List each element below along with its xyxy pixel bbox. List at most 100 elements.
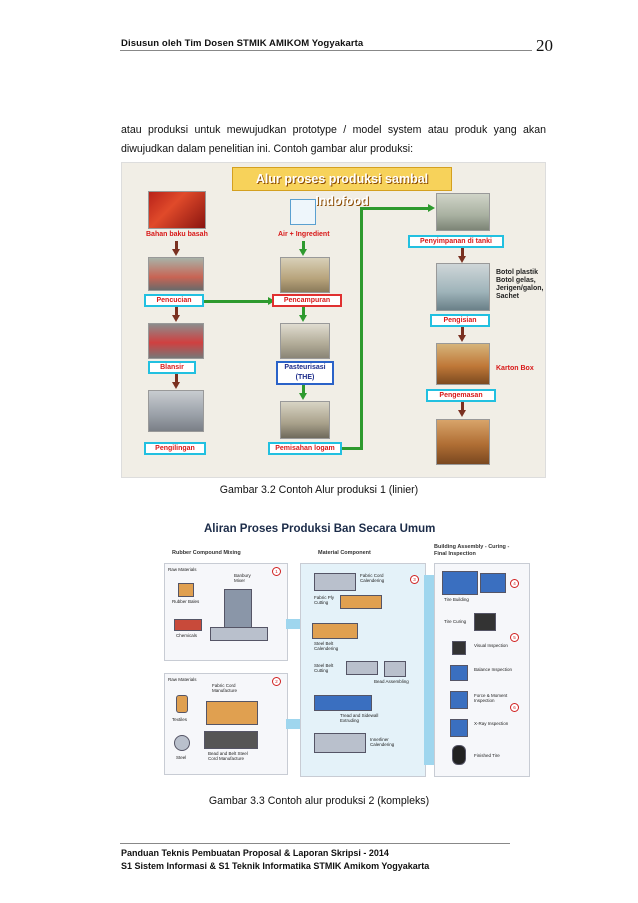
label-innerliner: Innerliner Calendering [370,737,395,747]
section-rubber: Rubber Compound Mixing [172,550,241,556]
label-force-moment: Force & Moment Inspection [474,693,508,703]
figure1-caption: Gambar 3.2 Contoh Alur produksi 1 (linie… [219,484,419,496]
steel-coil-icon [174,735,190,751]
box-penyimpanan: Penyimpanan di tanki [408,235,504,248]
figure-sambal-process: Alur proses produksi sambal Indofood Bah… [121,162,546,478]
arrow-down-icon [172,382,180,389]
label-tread-extruding: Tread and Sidewall Extruding [340,713,379,723]
fabric-machine-icon [206,701,258,725]
fabric-calender-icon [314,573,356,591]
label-raw-materials: Raw Materials [168,567,197,572]
steel-cutting-icon [346,661,378,675]
box-pengisian: Pengisian [430,314,490,327]
extruder-icon [314,695,372,711]
label-visual-inspection: Visual Inspection [474,643,508,648]
arrow-right-icon [428,204,435,212]
banbury-mixer-icon [224,589,252,631]
figure2-caption: Gambar 3.3 Contoh alur produksi 2 (kompl… [208,795,430,807]
photo-boxes [436,419,490,465]
footer-line-2: S1 Sistem Informasi & S1 Teknik Informat… [121,861,430,871]
box-pencampuran: Pencampuran [272,294,342,307]
ply-cutting-icon [340,595,382,609]
label-tire-building: Tire Building [444,597,469,602]
label-raw-materials: Raw Materials [168,677,197,682]
label-xray: X-Ray Inspection [474,721,509,726]
box-pemisahan-logam: Pemisahan logam [268,442,342,455]
arrow-down-icon [172,249,180,256]
footer-rule [120,843,510,844]
footer-line-1: Panduan Teknis Pembuatan Proposal & Lapo… [121,848,389,858]
label-fabric-manufacture: Fabric Cord Manufacture [212,683,238,693]
label-steel-cord-mfg: Bead and Belt Steel Cord Manufacture [208,751,248,761]
label-bahan-baku: Bahan baku basah [146,231,208,238]
label-finished-tire: Finished Tire [474,753,500,758]
xray-icon [450,719,468,737]
section-building: Building Assembly - Curing - Final Inspe… [434,544,510,557]
rubber-bales-icon [178,583,194,597]
photo-pasteurizer [280,323,330,359]
connector-line [360,207,363,450]
flow-band [286,619,300,629]
textile-roll-icon [176,695,188,713]
arrow-down-icon [458,335,466,342]
arrow-right-icon [268,297,275,305]
steel-cord-machine-icon [204,731,258,749]
arrow-down-icon [458,410,466,417]
label-ply-cutting: Fabric Ply Cutting [314,595,335,605]
photo-washing [148,257,204,291]
label-balance-inspection: Balance Inspection [474,667,513,672]
figure2-title: Aliran Proses Produksi Ban Secara Umum [204,523,436,535]
box-pencucian: Pencucian [144,294,204,307]
photo-bottling [436,263,490,311]
arrow-down-icon [299,249,307,256]
force-moment-icon [450,691,468,709]
page-number: 20 [536,36,553,55]
header-rule [120,50,532,51]
figure1-title: Alur proses produksi sambal Indofood [232,167,452,208]
photo-packing [436,343,490,385]
label-steel: Steel [176,755,187,760]
box-pengemasan: Pengemasan [426,389,496,402]
box-penggilingan: Pengilingan [144,442,206,455]
label-tire-curing: Tire Curing [444,619,467,624]
label-botol: Botol plastik Botol gelas, Jerigen/galon… [496,269,544,300]
label-rubber-bales: Rubber Bales [172,599,200,604]
arrow-down-icon [299,393,307,400]
label-banbury: Banbury Mixer [234,573,251,583]
curing-icon [474,613,496,631]
label-steel-cutting: Steel Belt Cutting [314,663,334,673]
figure-tire-process: Aliran Proses Produksi Ban Secara Umum R… [164,523,533,786]
box-blansir: Blansir [148,361,196,374]
arrow-down-icon [458,256,466,263]
step-number: 4 [510,579,519,588]
photo-blansir [148,323,204,359]
tire-building-icon [442,571,478,595]
step-number: 3 [410,575,419,584]
curing-press-icon [480,573,506,593]
photo-metal-separator [280,401,330,439]
photo-storage-tank [436,193,490,231]
mill-icon [210,627,268,641]
label-karton-box: Karton Box [496,365,534,372]
box-pasteurisasi: Pasteurisasi (THE) [276,361,334,385]
connector-line [342,447,362,450]
visual-inspection-icon [452,641,466,655]
section-material: Material Component [318,550,371,556]
water-spray-icon [290,199,316,225]
label-bead-assembling: Bead Assembling [374,679,409,684]
innerliner-calender-icon [314,733,366,753]
body-paragraph-line-2: diwujudkan dalam penelitian ini. Contoh … [121,143,414,155]
connector-line [204,300,268,303]
balance-inspection-icon [450,665,468,681]
body-paragraph-line-1: atau produksi untuk mewujudkan prototype… [121,124,546,136]
step-number: 5 [510,633,519,642]
label-steel-belt-cal: Steel Belt Calendering [314,641,339,651]
label-textiles: Textiles [172,717,188,722]
flow-band [424,575,434,765]
photo-raw-chili [148,191,206,229]
photo-mixing-tank [280,257,330,293]
flow-band [286,719,300,729]
finished-tire-icon [452,745,466,765]
label-air-ingredient: Air + Ingredient [278,231,330,238]
bead-assembling-icon [384,661,406,677]
